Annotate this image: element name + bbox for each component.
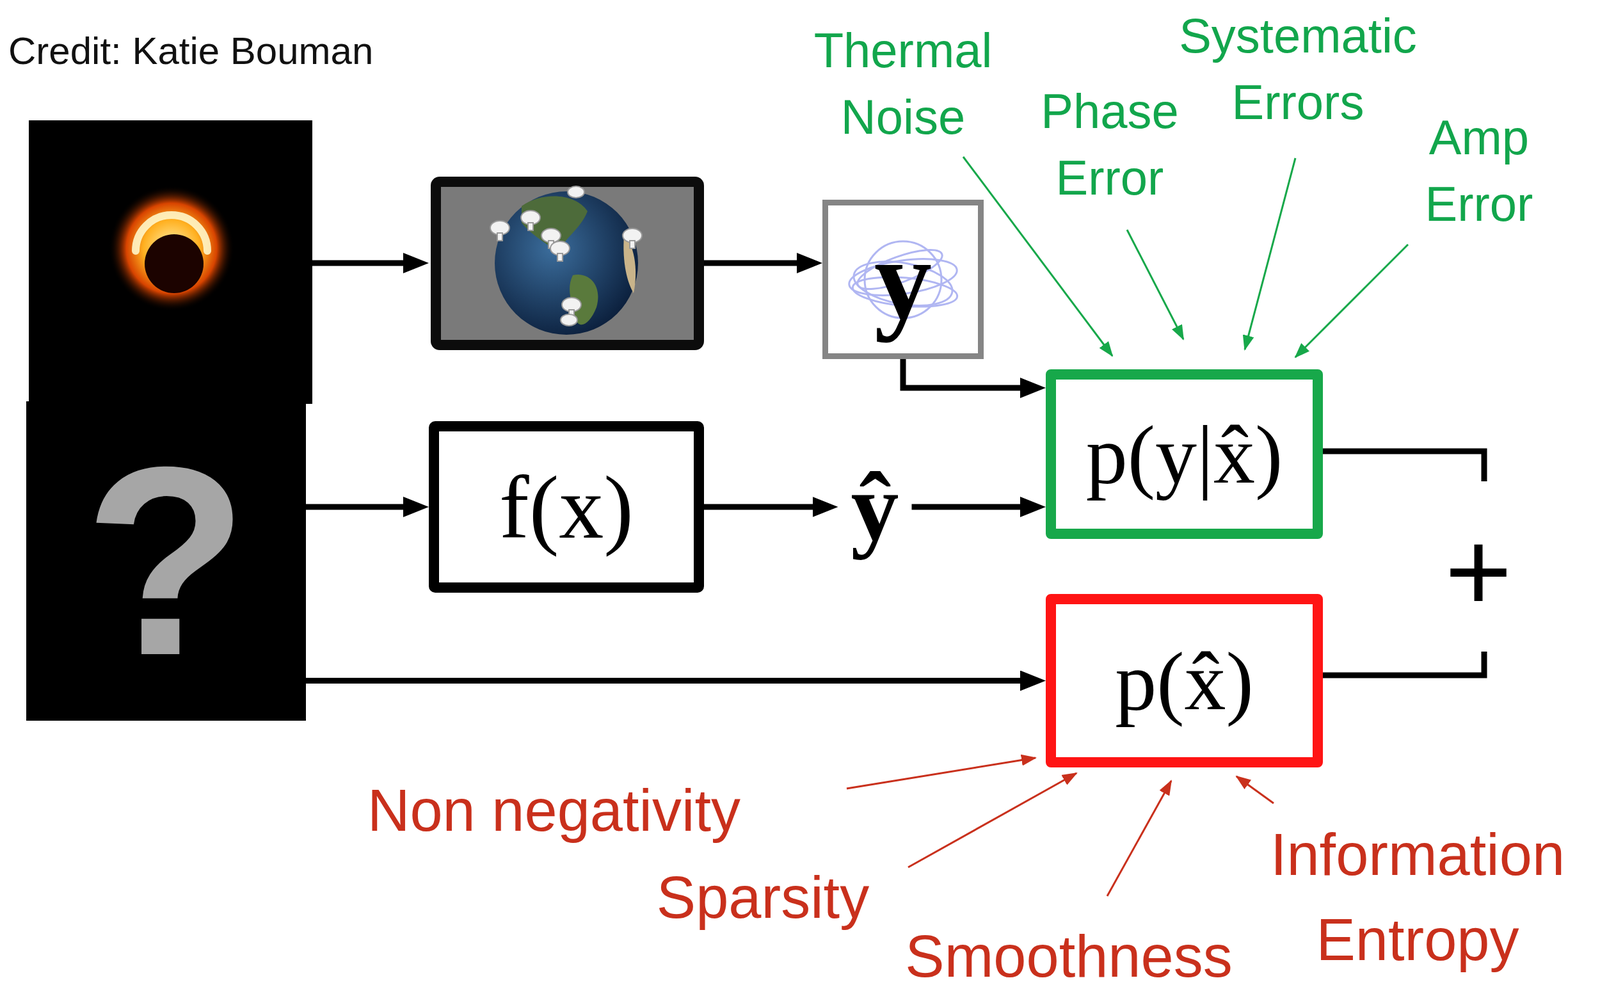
math-formula: p(y|x̂) bbox=[1086, 406, 1284, 503]
question-mark: ? bbox=[83, 406, 249, 716]
error-source: Systematic Errors bbox=[1173, 2, 1423, 136]
error-source: Thermal Noise bbox=[797, 17, 1009, 151]
black-hole-image bbox=[28, 120, 313, 404]
measurement-box: y bbox=[822, 199, 984, 360]
prior-box: p(x̂) bbox=[1045, 593, 1323, 768]
credit-note: Credit: Katie Bouman bbox=[8, 28, 374, 75]
sum-sign: + bbox=[1444, 513, 1512, 630]
connector-line bbox=[305, 504, 410, 511]
globe bbox=[494, 191, 639, 335]
prior-term: Sparsity bbox=[656, 864, 870, 932]
error-source: Amp Error bbox=[1405, 104, 1553, 238]
image-frame bbox=[430, 176, 704, 351]
flow-arrow bbox=[704, 260, 804, 267]
connector-line bbox=[704, 504, 820, 511]
connector-line bbox=[912, 504, 1028, 511]
telescope-array-image bbox=[430, 176, 704, 351]
error-source: Phase Error bbox=[1023, 78, 1197, 212]
forward-model-box: f(x) bbox=[428, 421, 704, 593]
prior-term: Smoothness bbox=[904, 922, 1232, 991]
connector bbox=[305, 680, 1027, 681]
likelihood-box: p(y|x̂) bbox=[1045, 369, 1323, 539]
measurement-variable: y bbox=[874, 213, 932, 346]
math-formula: p(x̂) bbox=[1114, 632, 1254, 729]
unknown-image: ? bbox=[26, 401, 306, 721]
prior-term: Information Entropy bbox=[1244, 812, 1591, 984]
connector-line bbox=[305, 677, 1027, 684]
image-background bbox=[440, 186, 694, 340]
flow-arrow bbox=[312, 260, 410, 267]
shadow bbox=[144, 234, 204, 294]
connector bbox=[903, 359, 1027, 388]
leader-lines bbox=[846, 757, 1274, 896]
prior-term: Non negativity bbox=[367, 776, 741, 845]
image-background bbox=[28, 120, 313, 404]
leader-lines bbox=[963, 156, 1408, 358]
connector bbox=[305, 506, 410, 508]
sum-bracket bbox=[1322, 651, 1485, 676]
continent bbox=[623, 235, 636, 294]
math-formula: f(x) bbox=[499, 455, 634, 559]
glow bbox=[108, 185, 235, 312]
telescope-dishes bbox=[490, 186, 642, 326]
sum-bracket bbox=[1322, 451, 1485, 482]
edge-label: ŷ bbox=[847, 458, 904, 555]
connector-line bbox=[903, 359, 1027, 388]
